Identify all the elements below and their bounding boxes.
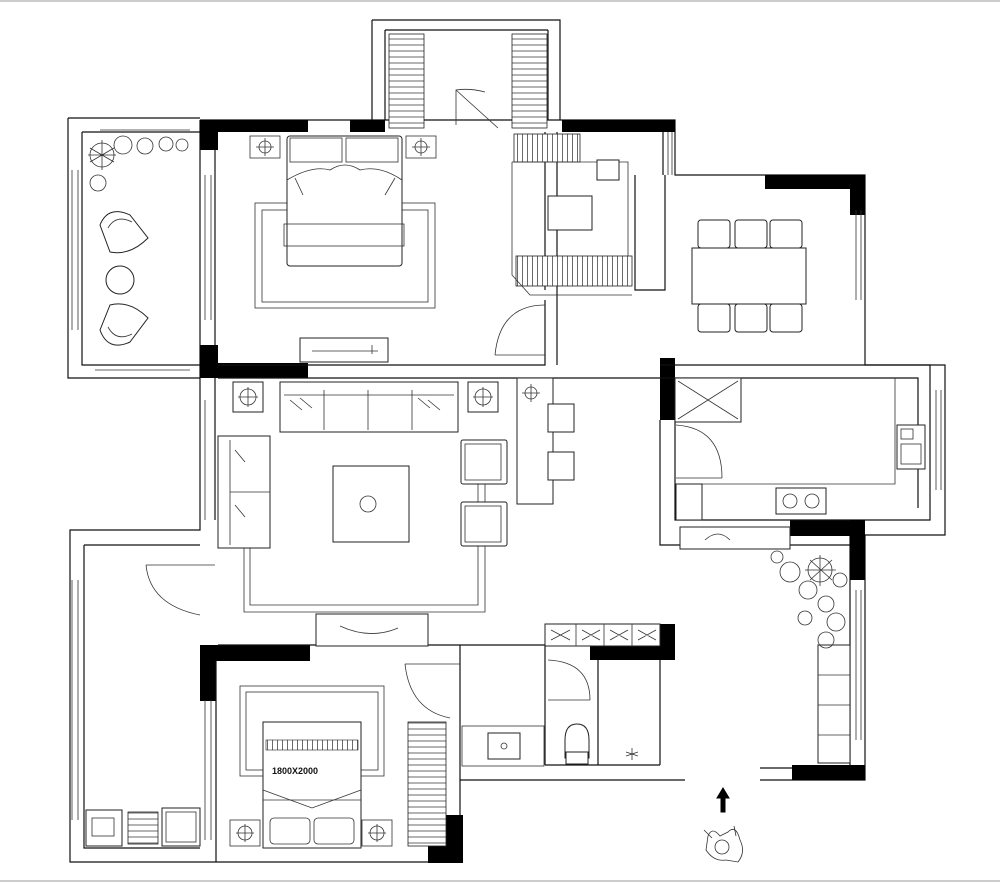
outer-walls [67, 19, 946, 863]
bed-size-label: 1800X2000 [272, 766, 318, 776]
living-room [145, 377, 575, 647]
dining-area [691, 219, 807, 333]
study-room [511, 133, 633, 296]
plants-right [770, 550, 848, 649]
person-figure-icon [703, 825, 743, 863]
entrance-arrow-icon [716, 787, 730, 813]
master-bedroom [249, 135, 546, 363]
windows [71, 129, 942, 840]
interior-walls [215, 132, 850, 862]
balcony-lounge [99, 211, 149, 346]
kitchen [674, 377, 926, 521]
service-balcony [679, 526, 851, 764]
bathroom [461, 623, 661, 767]
wall-columns [200, 120, 865, 863]
laundry-balcony [85, 807, 201, 847]
plants-left [88, 135, 189, 192]
second-bedroom: 1800X2000 [229, 663, 460, 849]
entry-shoe-cabinets [388, 33, 548, 129]
